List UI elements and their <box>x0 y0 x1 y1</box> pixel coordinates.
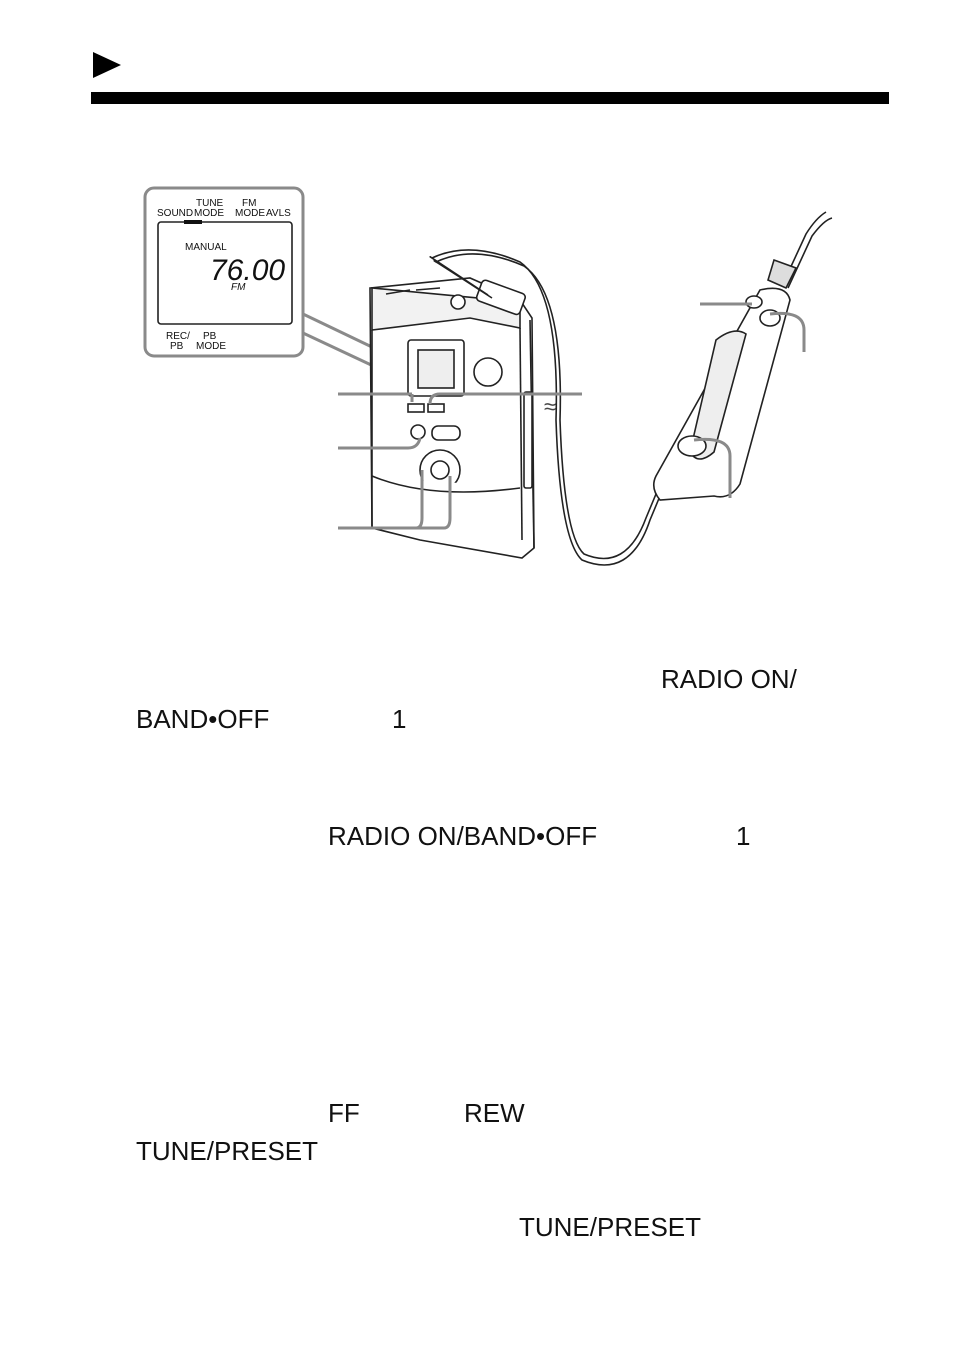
tune-preset-term-2: TUNE/PRESET <box>519 1212 702 1242</box>
band-indicator: FM <box>231 282 246 293</box>
cord-break-mark: ≈ <box>544 394 556 419</box>
tune-preset-term: TUNE/PRESET <box>136 1136 319 1166</box>
frequency-readout: 76.00 <box>210 254 285 287</box>
radio-on-band-off-term: RADIO ON/BAND•OFF <box>328 821 598 851</box>
step-number-1: 1 <box>392 704 407 734</box>
fm-mode-label: MODE <box>235 208 265 219</box>
avls-label: AVLS <box>266 208 291 219</box>
tune-mode-label: MODE <box>194 208 224 219</box>
step-number-1b: 1 <box>736 821 751 851</box>
ff-term: FF <box>328 1098 360 1128</box>
callout-lines <box>338 302 806 530</box>
tune-label: TUNE <box>196 198 224 209</box>
tune-mode-indicator <box>184 220 202 224</box>
rew-term: REW <box>464 1098 525 1128</box>
radio-on-term: RADIO ON/ <box>661 664 797 694</box>
display-inset: TUNE MODE SOUND FM MODE AVLS MANUAL 76.0… <box>143 186 305 358</box>
manual-indicator: MANUAL <box>185 242 227 253</box>
device-illustration: TUNE MODE SOUND FM MODE AVLS MANUAL 76.0… <box>143 186 833 566</box>
rec-label: REC/ <box>166 331 190 342</box>
pb-label: PB <box>203 331 217 342</box>
section-arrow-icon <box>93 52 121 78</box>
band-off-term: BAND•OFF <box>136 704 270 734</box>
player-body <box>369 277 535 559</box>
remote-control <box>652 258 798 501</box>
fm-label: FM <box>242 198 256 209</box>
rec-pb-label: PB <box>170 341 184 352</box>
pb-mode-label: MODE <box>196 341 226 352</box>
sound-label: SOUND <box>157 208 193 219</box>
remote-cord <box>429 211 833 566</box>
header-rule <box>91 92 889 104</box>
